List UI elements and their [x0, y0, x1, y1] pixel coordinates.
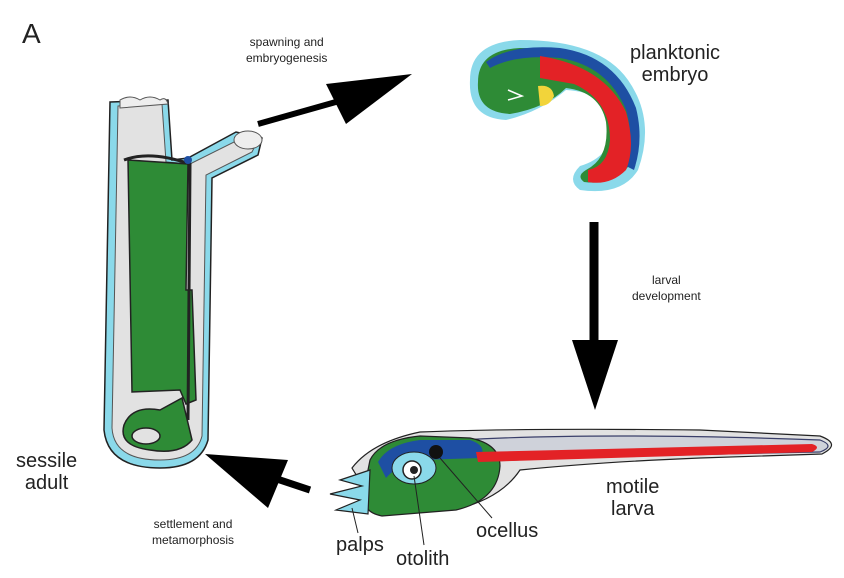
planktonic-embryo-label: planktonic embryo: [630, 42, 720, 86]
motile-larva-label: motile larva: [606, 476, 659, 520]
planktonic-embryo-illustration: [470, 40, 645, 191]
arrow-settlement: [205, 454, 310, 508]
larval-development-label: larval development: [632, 272, 701, 304]
palps-shape: [330, 470, 370, 514]
sessile-adult-illustration: [104, 97, 262, 468]
arrow-spawning: [258, 74, 412, 124]
arrow-larval-development: [572, 222, 618, 410]
spawning-label: spawning and embryogenesis: [246, 34, 327, 66]
panel-label: A: [22, 18, 41, 50]
motile-larva-illustration: [330, 429, 832, 516]
settlement-label: settlement and metamorphosis: [152, 516, 234, 548]
otolith-label: otolith: [396, 548, 449, 570]
sessile-adult-label: sessile adult: [16, 450, 77, 494]
ocellus-label: ocellus: [476, 520, 538, 542]
palps-label: palps: [336, 534, 384, 556]
